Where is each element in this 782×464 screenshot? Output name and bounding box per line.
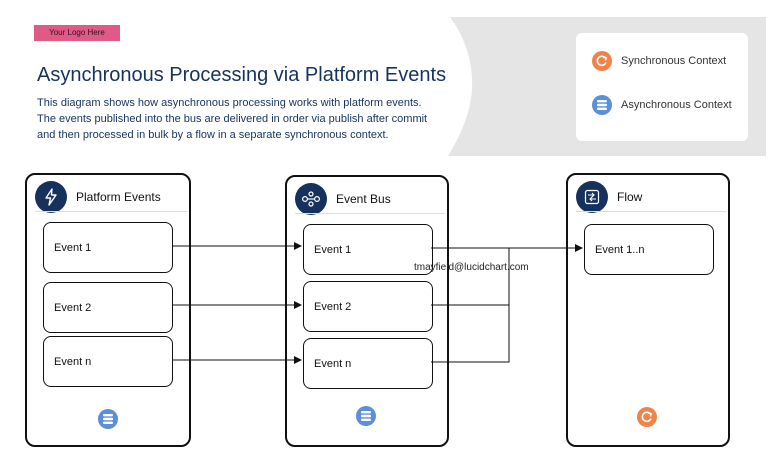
sync-icon bbox=[637, 407, 657, 427]
panel-title-flow: Flow bbox=[617, 190, 643, 204]
author-email: tmayfield@lucidchart.com bbox=[414, 262, 529, 273]
event-box: Event n bbox=[303, 338, 433, 389]
event-box: Event n bbox=[43, 336, 173, 387]
async-stack-icon bbox=[356, 406, 376, 426]
async-stack-icon bbox=[98, 409, 118, 429]
panel-header: Flow bbox=[576, 181, 642, 213]
panel-header: Event Bus bbox=[295, 183, 391, 215]
panel-event-bus: Event Bus Event 1 Event 2 Event n bbox=[285, 175, 449, 447]
legend-async-label: Asynchronous Context bbox=[621, 99, 732, 111]
panel-title-event-bus: Event Bus bbox=[336, 192, 391, 206]
panel-platform-events: Platform Events Event 1 Event 2 Event n bbox=[25, 173, 191, 447]
event-box: Event 1..n bbox=[584, 224, 714, 275]
async-stack-icon bbox=[592, 95, 612, 115]
event-box: Event 1 bbox=[43, 222, 173, 273]
panel-flow: Flow Event 1..n bbox=[566, 173, 730, 447]
legend: Synchronous Context Asynchronous Context bbox=[576, 33, 748, 141]
event-box: Event 2 bbox=[43, 282, 173, 333]
legend-item-sync: Synchronous Context bbox=[592, 51, 726, 71]
page-description: This diagram shows how asynchronous proc… bbox=[37, 97, 428, 141]
lightning-icon bbox=[35, 181, 67, 213]
legend-sync-label: Synchronous Context bbox=[621, 55, 727, 67]
divider bbox=[295, 213, 445, 214]
page-title: Asynchronous Processing via Platform Eve… bbox=[37, 64, 447, 86]
sync-icon bbox=[592, 51, 612, 71]
event-box: Event 1 bbox=[303, 224, 433, 275]
panel-title-platform-events: Platform Events bbox=[76, 190, 161, 204]
divider bbox=[35, 211, 187, 212]
event-bus-icon bbox=[295, 183, 327, 215]
divider bbox=[576, 211, 726, 212]
legend-item-async: Asynchronous Context bbox=[592, 95, 732, 115]
event-box: Event 2 bbox=[303, 281, 433, 332]
panel-header: Platform Events bbox=[35, 181, 161, 213]
flow-icon bbox=[576, 181, 608, 213]
logo-placeholder: Your Logo Here bbox=[34, 25, 120, 41]
